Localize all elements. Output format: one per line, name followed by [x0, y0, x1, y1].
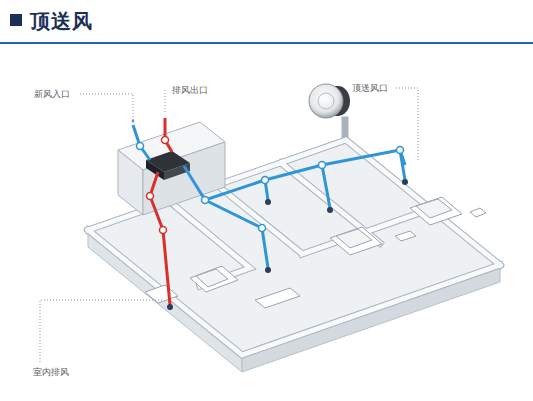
apartment-walls-part-part: [217, 185, 300, 252]
apartment-walls-part-part: [342, 120, 349, 140]
duct-joint-part: [319, 162, 326, 169]
furniture: [145, 197, 486, 308]
apartment-walls-part-part: [302, 209, 431, 254]
vent-icon-part: [309, 84, 343, 118]
leader-line-part: [396, 88, 418, 160]
callout-label: 新风入口: [34, 88, 70, 101]
furniture-part: [416, 199, 452, 218]
furniture-part: [330, 227, 382, 255]
utility-room-part: [118, 150, 143, 215]
air-outlet-part: [327, 207, 333, 213]
header-decor-part: [0, 42, 533, 44]
furniture-part: [190, 266, 238, 292]
callout-label: 室内排风: [33, 366, 69, 379]
duct-joint-part: [137, 143, 144, 150]
duct-joint-part: [162, 137, 169, 144]
apartment-floor: [88, 140, 500, 372]
apartment-floor-part: [88, 140, 500, 355]
callout-label: 顶送风口: [352, 82, 388, 95]
leader-line-part: [80, 94, 133, 121]
supply-duct-part: [322, 165, 330, 208]
apartment-walls-part: [88, 120, 500, 355]
utility-room: [118, 122, 225, 215]
air-outlet-part: [167, 304, 173, 310]
page-title: 顶送风: [30, 8, 93, 35]
air-outlet-part: [402, 179, 408, 185]
supply-duct: [133, 125, 405, 268]
furniture-part: [336, 229, 372, 248]
exhaust-duct-part: [150, 172, 170, 305]
exhaust-duct: [150, 118, 172, 305]
furniture-part: [470, 208, 486, 217]
exhaust-duct-part: [165, 118, 172, 152]
supply-duct-part: [400, 150, 405, 180]
furniture-part: [255, 288, 300, 308]
vent-icon: [309, 84, 350, 118]
header-decor-part: [10, 14, 22, 26]
duct-joint-part: [147, 193, 154, 200]
leader-line: [40, 88, 418, 362]
duct-joint-part: [259, 225, 266, 232]
duct-joint: [137, 137, 404, 234]
supply-duct-part: [205, 200, 268, 268]
apartment-walls-part-part: [217, 185, 300, 252]
duct-joint-part: [160, 227, 167, 234]
apartment-walls-part-part: [302, 209, 431, 254]
callout-label: 排风出口: [172, 84, 208, 97]
vent-icon-part: [318, 93, 334, 109]
air-outlet-part: [265, 267, 271, 273]
air-outlet-part: [265, 199, 271, 205]
supply-duct-part: [133, 125, 150, 160]
supply-duct-part: [184, 150, 405, 200]
furniture-part: [410, 197, 462, 225]
leader-line-part: [40, 300, 164, 362]
duct-joint-part: [202, 197, 209, 204]
furniture-part: [395, 231, 416, 241]
air-outlet: [167, 179, 408, 310]
duct-joint-part: [397, 147, 404, 154]
apartment-walls: [88, 120, 500, 355]
leader-line-part: [132, 120, 135, 123]
duct-joint-part: [262, 177, 269, 184]
leader-line-part: [165, 90, 166, 114]
furniture-part: [196, 269, 228, 287]
apartment-walls-part: [88, 140, 500, 355]
